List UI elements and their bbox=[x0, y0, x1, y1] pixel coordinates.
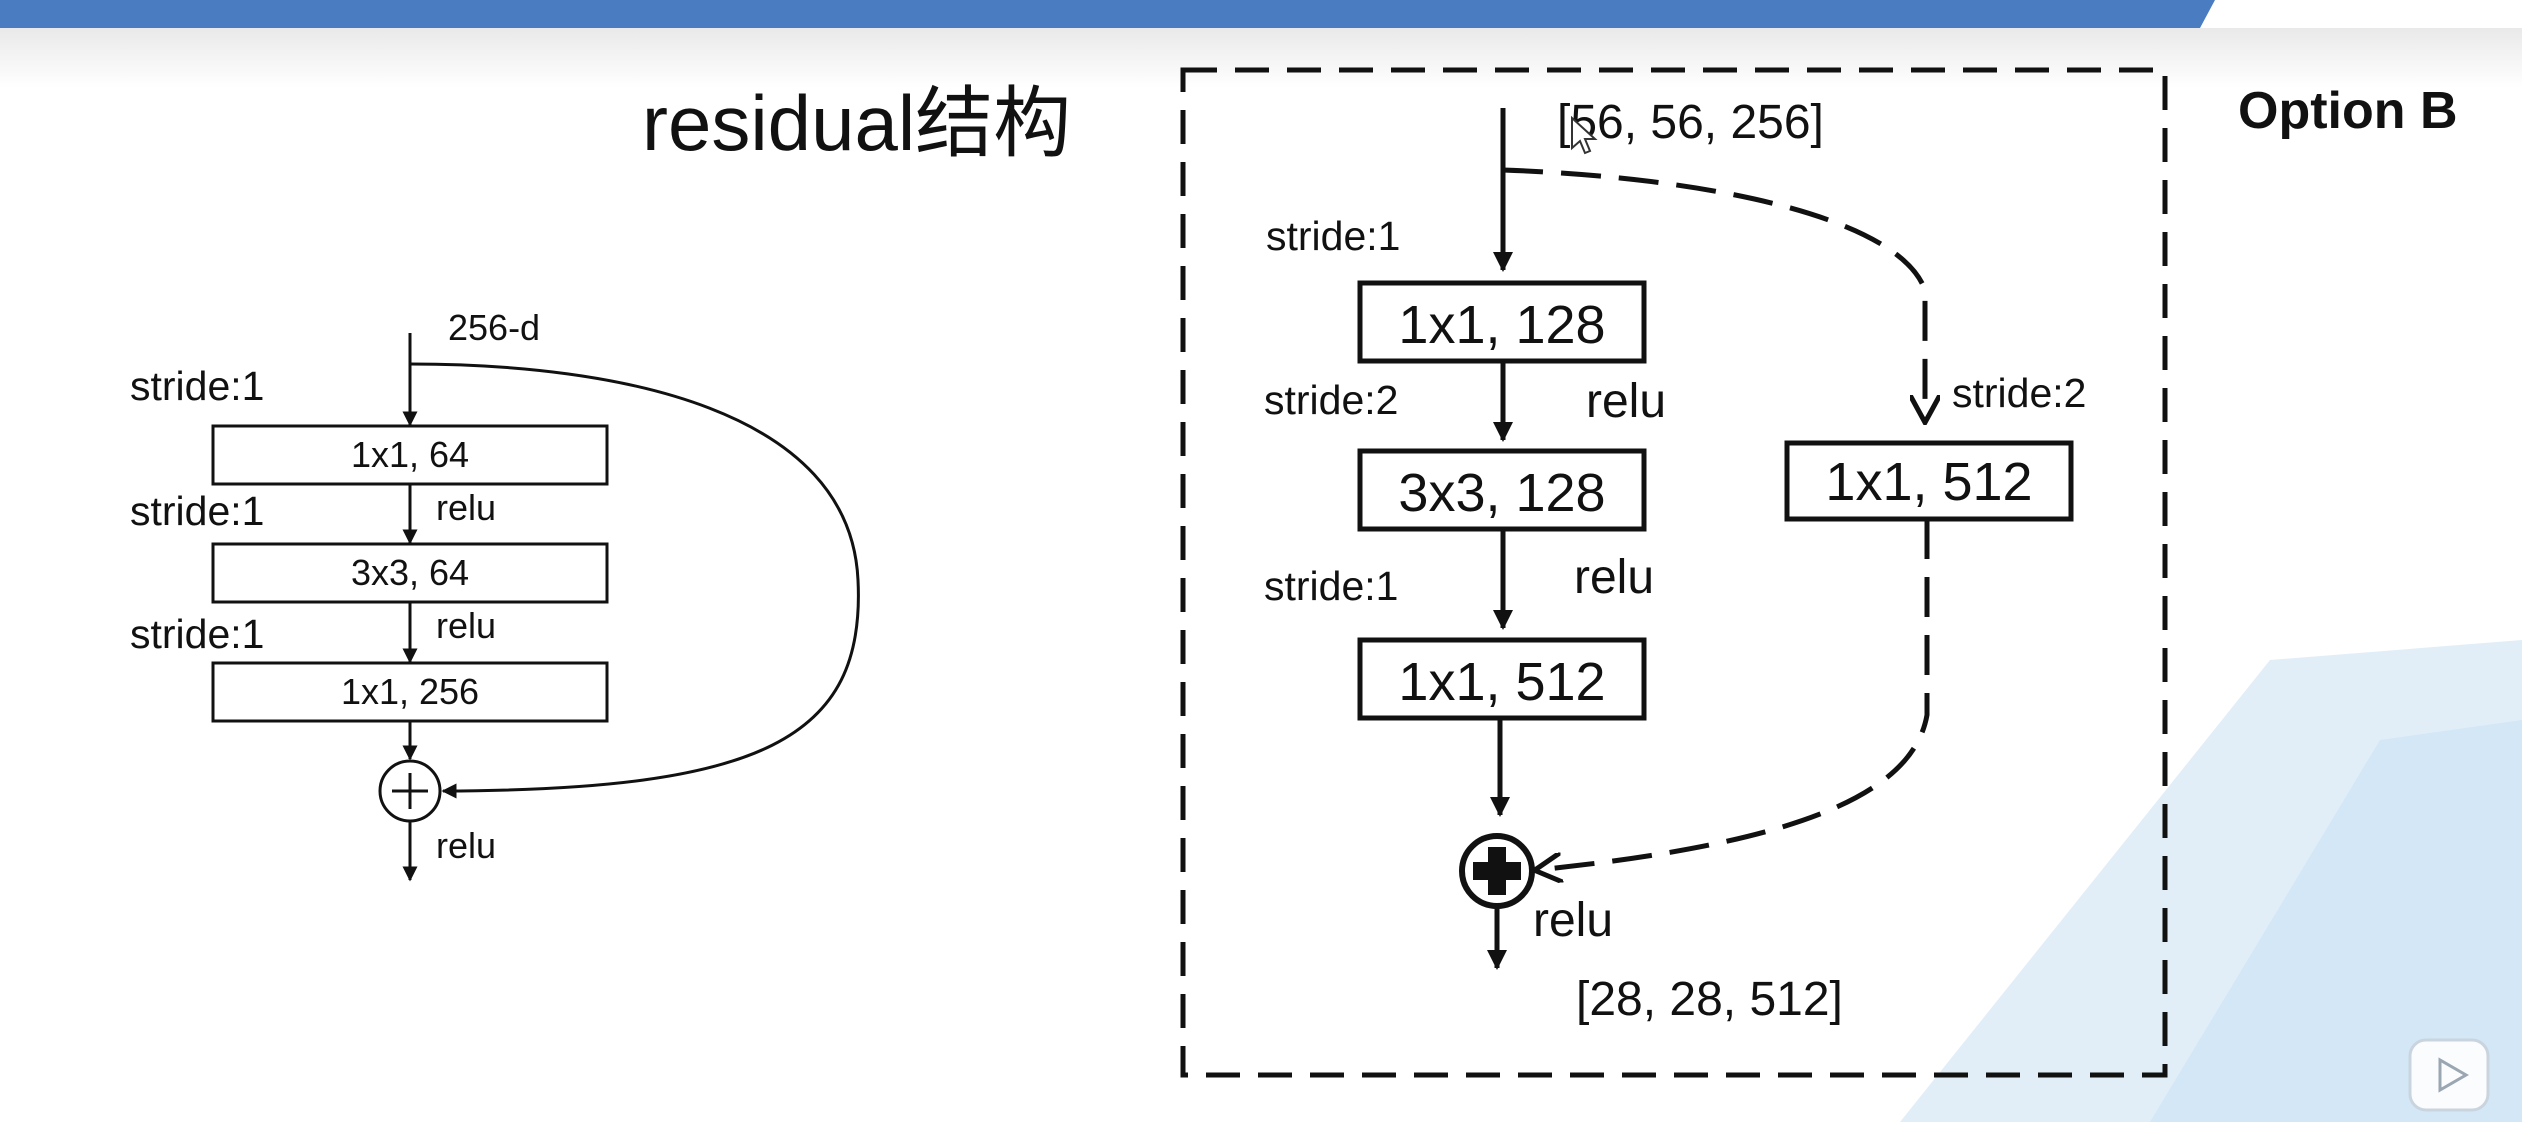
left-input-label: 256-d bbox=[448, 307, 540, 348]
right-output-shape: [28, 28, 512] bbox=[1576, 973, 1843, 1026]
left-stride-3: stride:1 bbox=[130, 611, 264, 657]
right-diagram: [56, 56, 256] stride:1 stride:2 stride:1… bbox=[1180, 67, 2168, 1078]
right-shortcut-bottom bbox=[1537, 519, 1930, 870]
top-bar bbox=[0, 0, 2215, 28]
right-box-2 bbox=[1357, 448, 1647, 532]
left-stride-1: stride:1 bbox=[130, 363, 264, 409]
left-shortcut-path bbox=[409, 362, 860, 799]
option-label: Option B bbox=[2238, 82, 2458, 140]
right-box-2-label: 3x3, 128 bbox=[1398, 463, 1605, 523]
right-relu-3: relu bbox=[1533, 894, 1613, 947]
right-shortcut-box-label: 1x1, 512 bbox=[1825, 452, 2032, 512]
right-box-1 bbox=[1357, 280, 1647, 364]
right-stride-3: stride:1 bbox=[1264, 563, 1398, 609]
left-relu-2: relu bbox=[436, 605, 496, 646]
left-box-2 bbox=[211, 542, 609, 604]
corner-decoration-light bbox=[2150, 720, 2522, 1122]
play-icon[interactable] bbox=[2408, 1038, 2490, 1112]
plus-circle-icon-bold bbox=[1459, 833, 1535, 909]
right-stride-1: stride:1 bbox=[1266, 213, 1400, 259]
right-shortcut-top bbox=[1502, 167, 1925, 420]
left-stride-2: stride:1 bbox=[130, 488, 264, 534]
left-box-3-label: 1x1, 256 bbox=[341, 671, 479, 712]
plus-circle-icon bbox=[378, 759, 442, 823]
left-diagram: 256-d stride:1 stride:1 stride:1 1x1, 64… bbox=[130, 307, 860, 882]
right-relu-2: relu bbox=[1574, 551, 1654, 604]
right-dashed-frame bbox=[1180, 67, 2168, 1078]
cursor-icon bbox=[1571, 115, 1598, 155]
left-box-2-label: 3x3, 64 bbox=[351, 552, 469, 593]
right-stride-2: stride:2 bbox=[1264, 377, 1398, 423]
left-box-3 bbox=[211, 661, 609, 723]
slide-title: residual结构 bbox=[642, 79, 1071, 167]
left-box-1-label: 1x1, 64 bbox=[351, 434, 469, 475]
right-box-3-label: 1x1, 512 bbox=[1398, 652, 1605, 712]
left-relu-3: relu bbox=[436, 825, 496, 866]
left-relu-1: relu bbox=[436, 487, 496, 528]
top-shade bbox=[0, 28, 2522, 88]
right-box-3 bbox=[1357, 637, 1647, 721]
right-shortcut-stride: stride:2 bbox=[1952, 370, 2086, 416]
right-relu-1: relu bbox=[1586, 375, 1666, 428]
right-input-shape: [56, 56, 256] bbox=[1557, 96, 1824, 149]
left-box-1 bbox=[211, 424, 609, 486]
right-box-1-label: 1x1, 128 bbox=[1398, 295, 1605, 355]
